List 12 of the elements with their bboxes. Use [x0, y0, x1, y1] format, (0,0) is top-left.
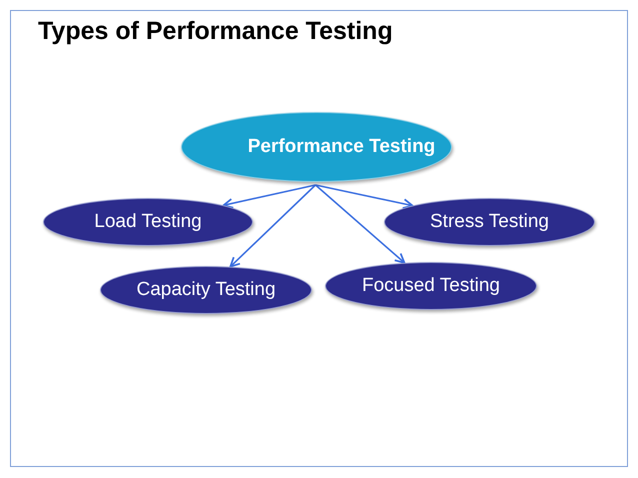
arrow: [229, 184, 316, 268]
node-label: Stress Testing: [430, 210, 549, 234]
type-ellipse: [43, 198, 253, 246]
arrow: [315, 184, 414, 210]
slide-title: Types of Performance Testing: [38, 16, 393, 47]
node-label: Focused Testing: [362, 274, 500, 298]
node-label: Load Testing: [94, 210, 202, 234]
node-label: Performance Testing: [246, 134, 436, 159]
arrow: [222, 184, 316, 209]
type-ellipse: [384, 198, 595, 246]
node-label: Capacity Testing: [136, 278, 276, 302]
arrow: [314, 184, 406, 264]
